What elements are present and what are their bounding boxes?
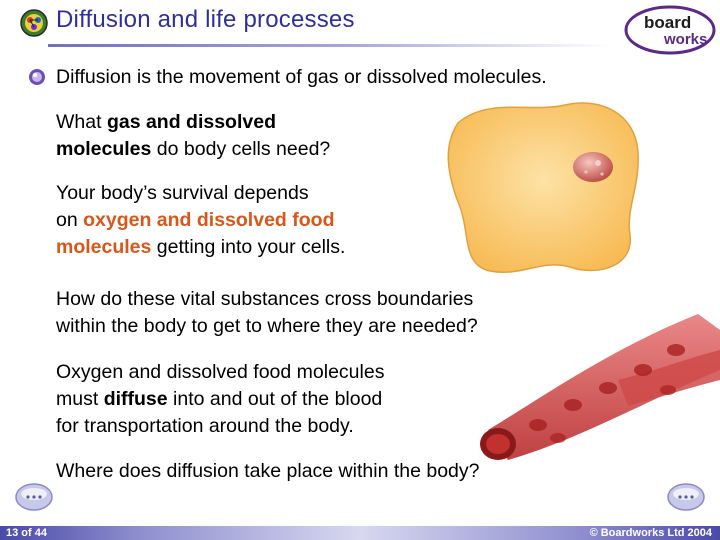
copyright: © Boardworks Ltd 2004 (589, 527, 712, 539)
page-title: Diffusion and life processes (56, 6, 355, 33)
logo-text-board: board (644, 13, 691, 32)
where-diffusion-question: Where does diffusion take place within t… (56, 460, 480, 482)
logo-text-works: works (663, 31, 707, 48)
title-bar: Diffusion and life processes (0, 0, 720, 50)
bullet-definition: Diffusion is the movement of gas or diss… (56, 66, 547, 88)
molecule-icon (20, 9, 48, 37)
blood-vessel-illustration (480, 314, 720, 460)
title-underline (48, 44, 608, 47)
boundaries-question: How do these vital substances cross boun… (56, 288, 478, 337)
purple-bullet-icon (29, 69, 45, 85)
survival-paragraph: Your body’s survival depends on oxygen a… (56, 182, 346, 258)
boardworks-logo: board works (624, 5, 716, 55)
footer-bar (0, 526, 720, 540)
question-body-cells: What gas and dissolved molecules do body… (56, 111, 331, 160)
prev-arrow-icon[interactable] (14, 482, 54, 512)
next-arrow-icon[interactable] (666, 482, 706, 512)
slide-number: 13 of 44 (6, 527, 47, 539)
body-cell-illustration (447, 102, 639, 273)
diffuse-paragraph: Oxygen and dissolved food molecules must… (56, 361, 385, 437)
